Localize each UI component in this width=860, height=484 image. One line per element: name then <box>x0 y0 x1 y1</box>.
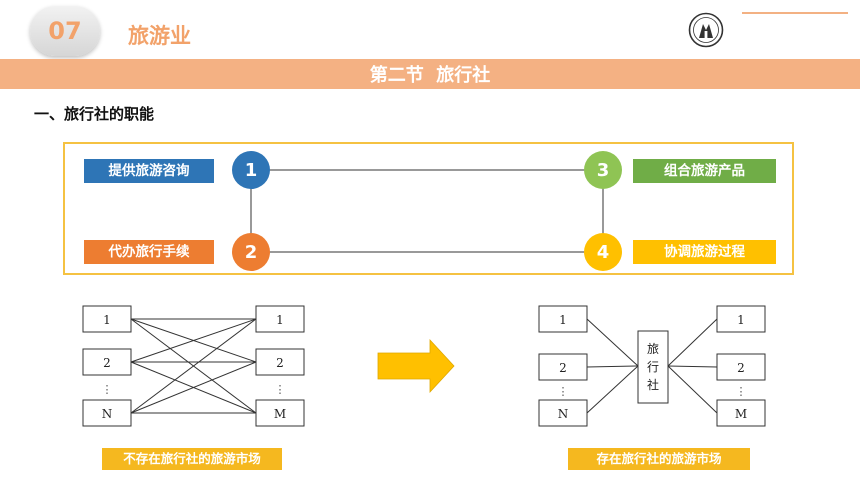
function-number-4: 4 <box>584 233 622 271</box>
function-number-1: 1 <box>232 151 270 189</box>
travel-agency-char-1: 旅 <box>647 342 659 356</box>
chapter-number-badge: 07 <box>30 6 100 56</box>
right-market-target-box-2 <box>716 353 766 381</box>
function-label-3: 组合旅游产品 <box>633 159 776 183</box>
right-market-target-label-2: 2 <box>737 361 745 375</box>
right-market-source-box-1 <box>538 305 588 333</box>
travel-agency-box <box>637 330 669 404</box>
left-market-target-box-m <box>255 399 305 427</box>
market-diagrams: 1 2 ⋮ N 1 2 ⋮ M 1 2 ⋮ N 旅 行 社 1 2 ⋮ M <box>82 305 766 427</box>
market-without-diagram <box>130 318 257 414</box>
right-market-source-box-n <box>538 399 588 427</box>
caption-without-agency: 不存在旅行社的旅游市场 <box>102 448 282 470</box>
chapter-title: 旅游业 <box>128 24 191 48</box>
left-market-target-box-2 <box>255 348 305 376</box>
functions-panel <box>63 142 794 275</box>
right-market-target-ellipsis: ⋮ <box>736 385 747 398</box>
right-market-source-ellipsis: ⋮ <box>558 385 569 398</box>
right-market-source-label-2: 2 <box>559 361 567 375</box>
left-market-target-label-m: M <box>274 407 286 421</box>
right-market-target-box-1 <box>716 305 766 333</box>
caption-with-agency: 存在旅行社的旅游市场 <box>568 448 750 470</box>
left-market-source-box-n <box>82 399 132 427</box>
left-market-target-ellipsis: ⋮ <box>275 383 286 396</box>
left-market-source-label-n: N <box>102 407 113 421</box>
left-market-source-label-1: 1 <box>103 313 111 327</box>
section-title: 第二节 旅行社 <box>369 65 491 86</box>
travel-agency-char-3: 社 <box>647 377 659 392</box>
right-market-target-label-1: 1 <box>737 313 745 327</box>
right-market-source-label-1: 1 <box>559 313 567 327</box>
left-market-source-box-2 <box>82 348 132 376</box>
right-market-target-label-m: M <box>735 407 747 421</box>
left-market-target-label-1: 1 <box>276 313 284 327</box>
right-market-source-label-n: N <box>558 407 569 421</box>
travel-agency-char-2: 行 <box>647 360 659 374</box>
section-heading: 一、旅行社的职能 <box>34 105 155 123</box>
right-market-target-box-m <box>716 399 766 427</box>
university-seal-icon <box>688 12 724 48</box>
function-label-2: 代办旅行手续 <box>84 240 214 264</box>
function-number-3: 3 <box>584 151 622 189</box>
right-market-source-box-2 <box>538 353 588 381</box>
market-with-diagram <box>586 318 718 414</box>
left-market-target-box-1 <box>255 305 305 333</box>
function-number-2: 2 <box>232 233 270 271</box>
left-market-source-ellipsis: ⋮ <box>102 383 113 396</box>
left-market-target-label-2: 2 <box>276 356 284 370</box>
section-title-bar: 第二节 旅行社 <box>0 59 860 89</box>
left-market-source-box-1 <box>82 305 132 333</box>
function-label-1: 提供旅游咨询 <box>84 159 214 183</box>
left-market-source-label-2: 2 <box>103 356 111 370</box>
function-label-4: 协调旅游过程 <box>633 240 776 264</box>
transition-arrow-icon <box>377 338 455 394</box>
header-divider <box>742 12 848 14</box>
